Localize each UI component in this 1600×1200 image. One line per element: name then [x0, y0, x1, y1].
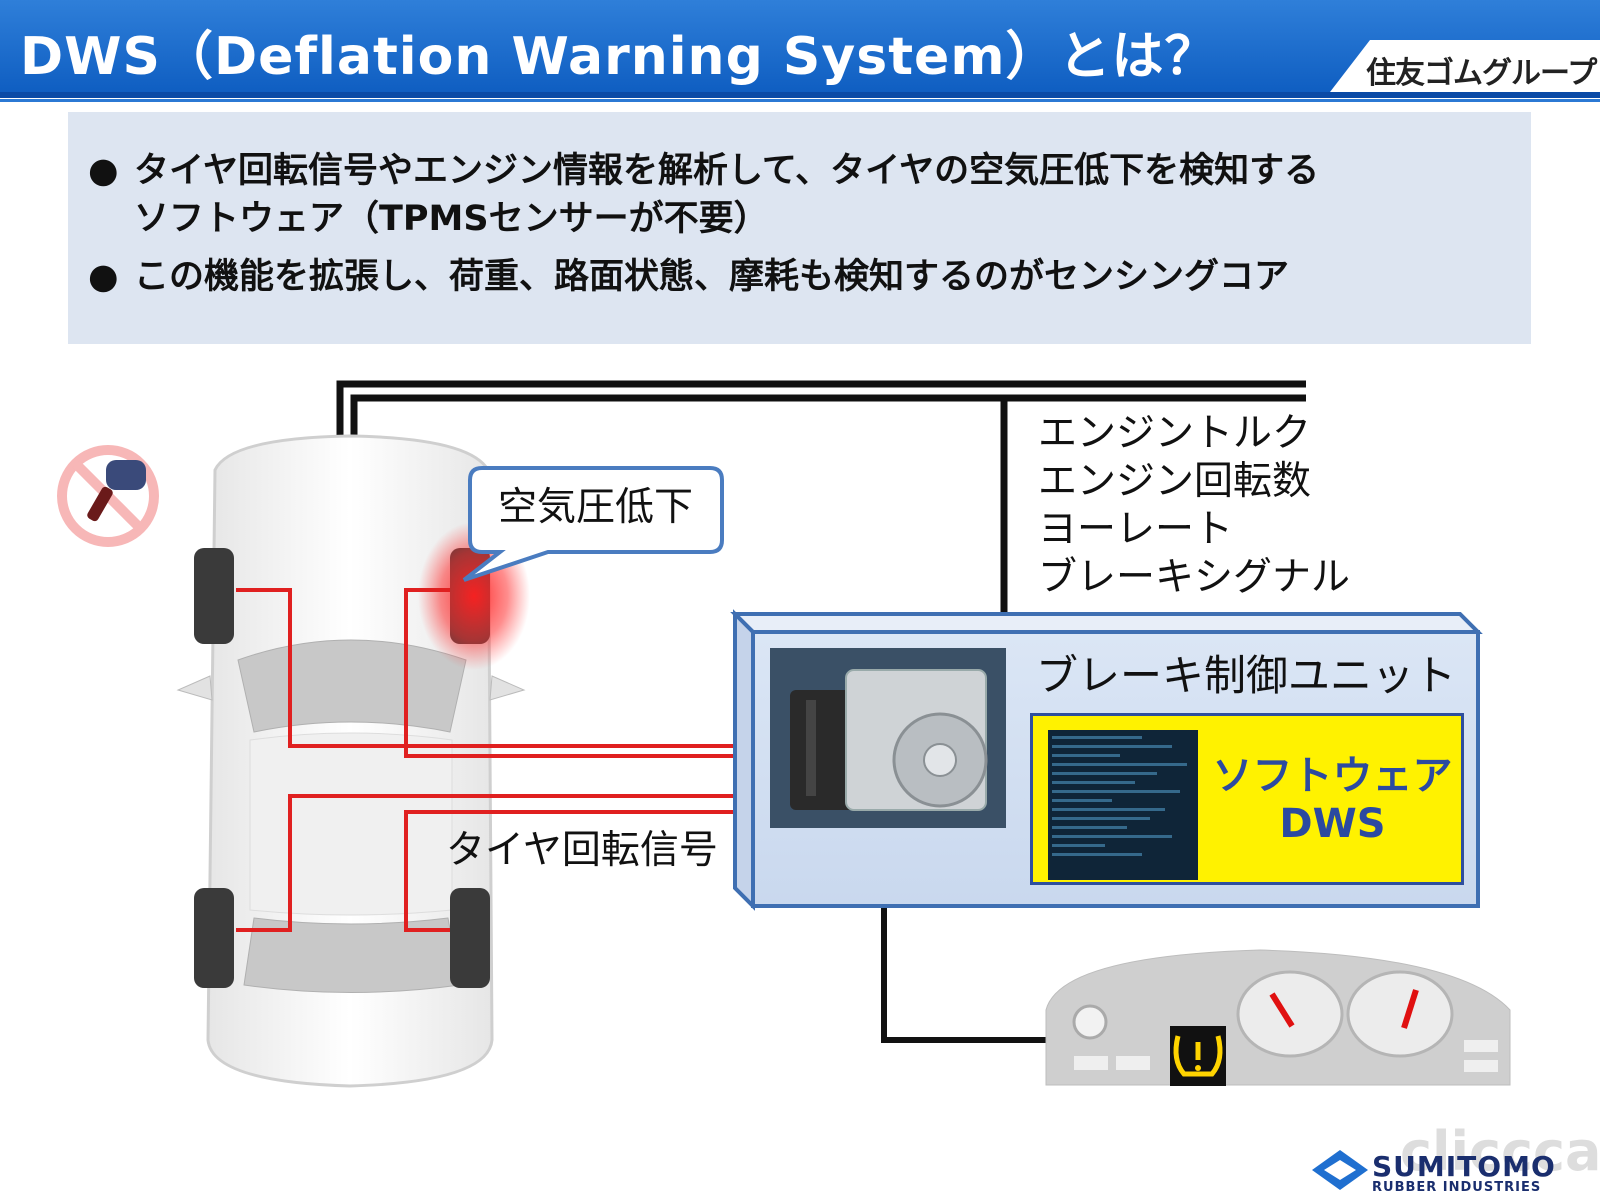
- tpms-warning-icon: [1170, 1026, 1226, 1086]
- watermark: clicccar: [1400, 1120, 1600, 1183]
- software-label-line2: DWS: [1279, 801, 1386, 847]
- bullet-dot: ●: [88, 151, 119, 191]
- brand-tab: [1330, 40, 1600, 92]
- brake-unit-label: ブレーキ制御ユニット: [1036, 651, 1457, 700]
- bullet-1-text: タイヤ回転信号やエンジン情報を解析して、タイヤの空気圧低下を検知する: [134, 151, 1320, 191]
- deflation-callout: [462, 466, 724, 582]
- company-logo-subtitle: RUBBER INDUSTRIES: [1372, 1180, 1542, 1195]
- bullet-1-continuation: ソフトウェア（TPMSセンサーが不要）: [134, 199, 769, 239]
- code-screenshot: [1048, 730, 1198, 880]
- company-logo-name: SUMITOMO: [1372, 1150, 1556, 1183]
- signal-item: エンジントルク: [1038, 411, 1312, 456]
- header-bar: [0, 0, 1600, 98]
- engine-signal-list: エンジントルク エンジン回転数 ヨーレート ブレーキシグナル: [1038, 410, 1350, 602]
- wheel-speed-wires: [236, 588, 736, 932]
- bullet-1: ● タイヤ回転信号やエンジン情報を解析して、タイヤの空気圧低下を検知する: [88, 142, 1319, 193]
- gauge-needle-right: [1401, 989, 1419, 1029]
- bullet-2: ● この機能を拡張し、荷重、路面状態、摩耗も検知するのがセンシングコア: [88, 248, 1289, 299]
- warning-output-wire: [881, 908, 1046, 1043]
- header-divider-thin: [0, 99, 1600, 102]
- signal-item: ヨーレート: [1038, 507, 1234, 552]
- gauge-needle-left: [1269, 992, 1295, 1028]
- signal-item: ブレーキシグナル: [1038, 555, 1351, 600]
- page-title: DWS（Deflation Warning System）とは？: [20, 27, 1218, 87]
- instrument-cluster: [1045, 949, 1511, 1086]
- dws-software-label: ソフトウェア DWS: [1200, 752, 1465, 848]
- abs-module-image: [770, 648, 1006, 828]
- sumitomo-logo-mark: [1312, 1150, 1368, 1190]
- bullet-2-text: この機能を拡張し、荷重、路面状態、摩耗も検知するのがセンシングコア: [134, 257, 1290, 297]
- summary-panel: ● タイヤ回転信号やエンジン情報を解析して、タイヤの空気圧低下を検知する ソフトウ…: [68, 112, 1531, 344]
- deflation-callout-label: 空気圧低下: [498, 485, 694, 530]
- no-tpms-sensor-icon: [57, 445, 159, 547]
- tire-signal-label: タイヤ回転信号: [446, 828, 718, 873]
- signal-item: エンジン回転数: [1038, 459, 1312, 504]
- software-label-line1: ソフトウェア: [1212, 753, 1453, 799]
- bullet-dot: ●: [88, 257, 119, 297]
- header-divider: [0, 92, 1600, 98]
- brand-name: 住友ゴムグループ: [1366, 56, 1597, 91]
